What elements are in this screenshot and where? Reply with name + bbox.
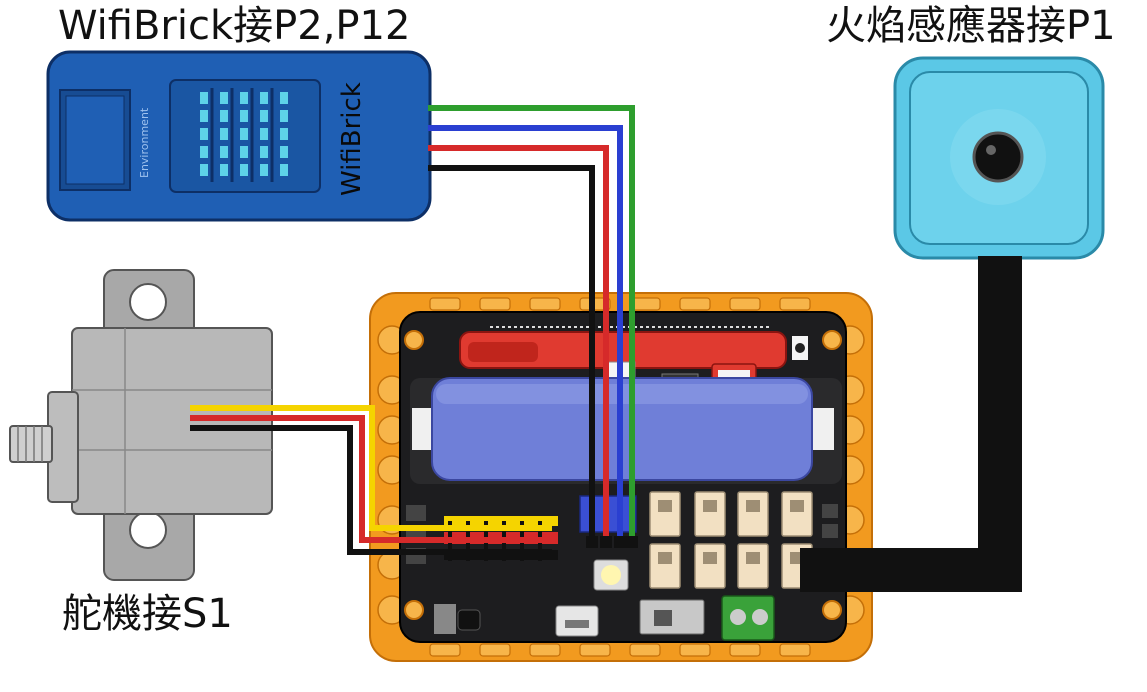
wifibrick-red-wire [428,145,609,545]
wifibrick-connection-label: WifiBrick接P2,P12 [58,3,411,49]
servo-motor [9,269,273,581]
wifibrick-green-wire [428,105,635,545]
servo-yellow-wire [190,405,552,531]
wifibrick-module-text: Environment [138,107,151,178]
flame-sensor-connection-label: 火焰感應器接P1 [826,3,1116,49]
flame-sensor-cable [800,256,1022,592]
servo-red-wire [190,415,552,543]
servo-connection-label: 舵機接S1 [62,591,233,637]
wifibrick-name-text: WifiBrick [337,82,367,196]
flame-sensor [893,56,1105,260]
servo-black-wire [190,425,552,555]
wifibrick-module: Environment WifiBrick [46,50,432,222]
wires [190,105,635,555]
wifibrick-blue-wire [428,125,623,545]
wifibrick-black-wire [428,165,595,545]
